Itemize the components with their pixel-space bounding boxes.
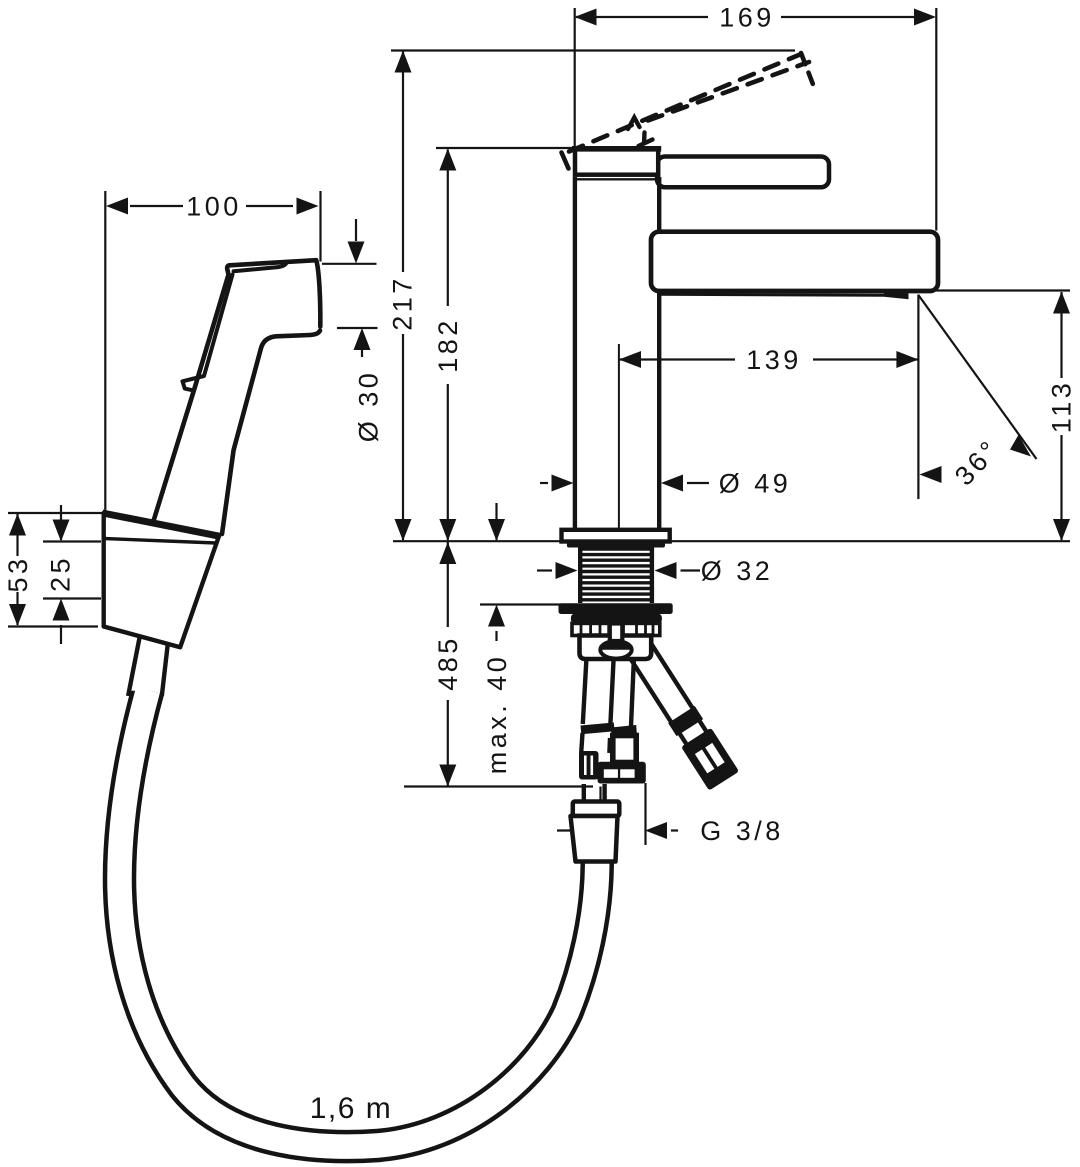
svg-text:Ø 32: Ø 32 (701, 556, 774, 586)
svg-text:113: 113 (1047, 380, 1077, 434)
svg-text:Ø 49: Ø 49 (719, 469, 792, 499)
svg-text:182: 182 (433, 317, 463, 373)
svg-text:1,6 m: 1,6 m (310, 1092, 393, 1125)
svg-text:217: 217 (388, 275, 418, 331)
svg-text:100: 100 (186, 192, 242, 222)
svg-text:25: 25 (46, 555, 76, 592)
svg-text:G 3/8: G 3/8 (700, 816, 784, 846)
svg-text:Ø 30: Ø 30 (354, 370, 384, 443)
svg-text:max. 40: max. 40 (482, 654, 512, 775)
svg-text:53: 53 (3, 555, 33, 592)
svg-text:139: 139 (746, 345, 802, 375)
svg-text:169: 169 (719, 3, 775, 33)
svg-text:485: 485 (433, 635, 463, 691)
